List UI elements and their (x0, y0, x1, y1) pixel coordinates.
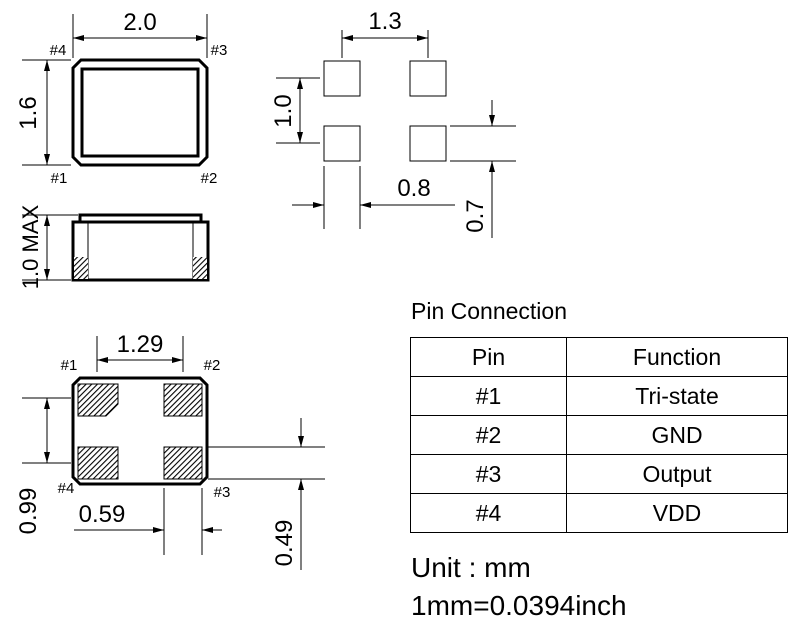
side-terminal-left (74, 257, 88, 279)
unit-conversion: 1mm=0.0394inch (411, 590, 627, 621)
land-pad-top-right (409, 60, 447, 97)
top-pin-1-label: #1 (51, 170, 68, 187)
table-cell-function: Output (566, 454, 788, 494)
table-row: #4 VDD (410, 493, 788, 533)
bottom-pitch-x-label: 1.29 (117, 331, 164, 358)
pin-connection-table: Pin Function #1 Tri-state #2 GND #3 Outp… (410, 337, 788, 533)
table-header-pin: Pin (410, 337, 567, 377)
top-pin-4-label: #4 (50, 42, 67, 59)
table-row: #1 Tri-state (410, 376, 788, 416)
bottom-pad-2 (163, 383, 203, 417)
top-view-lid (80, 67, 200, 158)
land-pad-bottom-left (323, 125, 361, 162)
table-cell-function: GND (566, 415, 788, 455)
bottom-view: 1.29 0.99 0.59 0.49 #1 #2 #3 #4 (15, 331, 325, 570)
bottom-pin-1-label: #1 (61, 357, 78, 374)
bottom-pin-4-label: #4 (58, 480, 75, 497)
land-pitch-y-label: 1.0 (270, 94, 297, 127)
land-pad-width-label: 0.8 (397, 175, 430, 202)
top-view: 2.0 1.6 #1 #2 #3 #4 (15, 9, 227, 187)
side-view: 1.0 MAX (18, 204, 210, 289)
unit-label: Unit : mm (411, 552, 531, 583)
table-cell-function: Tri-state (566, 376, 788, 416)
table-row: #3 Output (410, 454, 788, 494)
table-cell-pin: #1 (410, 376, 567, 416)
side-view-body (71, 220, 210, 282)
pin-table-title: Pin Connection (411, 298, 567, 324)
top-width-label: 2.0 (123, 9, 156, 36)
table-header-function: Function (566, 337, 788, 377)
top-height-label: 1.6 (15, 96, 42, 129)
side-height-label: 1.0 MAX (18, 204, 43, 289)
land-pad-height-label: 0.7 (462, 199, 489, 232)
bottom-pad-3 (163, 446, 203, 480)
table-row: #2 GND (410, 415, 788, 455)
bottom-pin-3-label: #3 (214, 484, 231, 501)
land-pad-top-left (323, 60, 361, 97)
bottom-pad-width-label: 0.59 (79, 501, 126, 528)
side-terminal-right (193, 257, 207, 279)
table-header-row: Pin Function (410, 337, 788, 377)
top-view-body (71, 58, 209, 167)
bottom-pitch-y-label: 0.99 (15, 488, 42, 535)
bottom-view-body (71, 376, 209, 486)
land-pattern: 1.3 1.0 0.8 0.7 (270, 8, 516, 238)
table-cell-function: VDD (566, 493, 788, 533)
bottom-pin-2-label: #2 (204, 357, 221, 374)
bottom-pad-height-label: 0.49 (271, 520, 298, 567)
land-pad-bottom-right (409, 125, 447, 162)
top-pin-3-label: #3 (211, 42, 228, 59)
land-pitch-x-label: 1.3 (368, 8, 401, 35)
bottom-pad-1 (77, 383, 119, 417)
bottom-pad-4 (77, 446, 119, 480)
table-cell-pin: #4 (410, 493, 567, 533)
table-cell-pin: #2 (410, 415, 567, 455)
table-cell-pin: #3 (410, 454, 567, 494)
top-pin-2-label: #2 (201, 170, 218, 187)
